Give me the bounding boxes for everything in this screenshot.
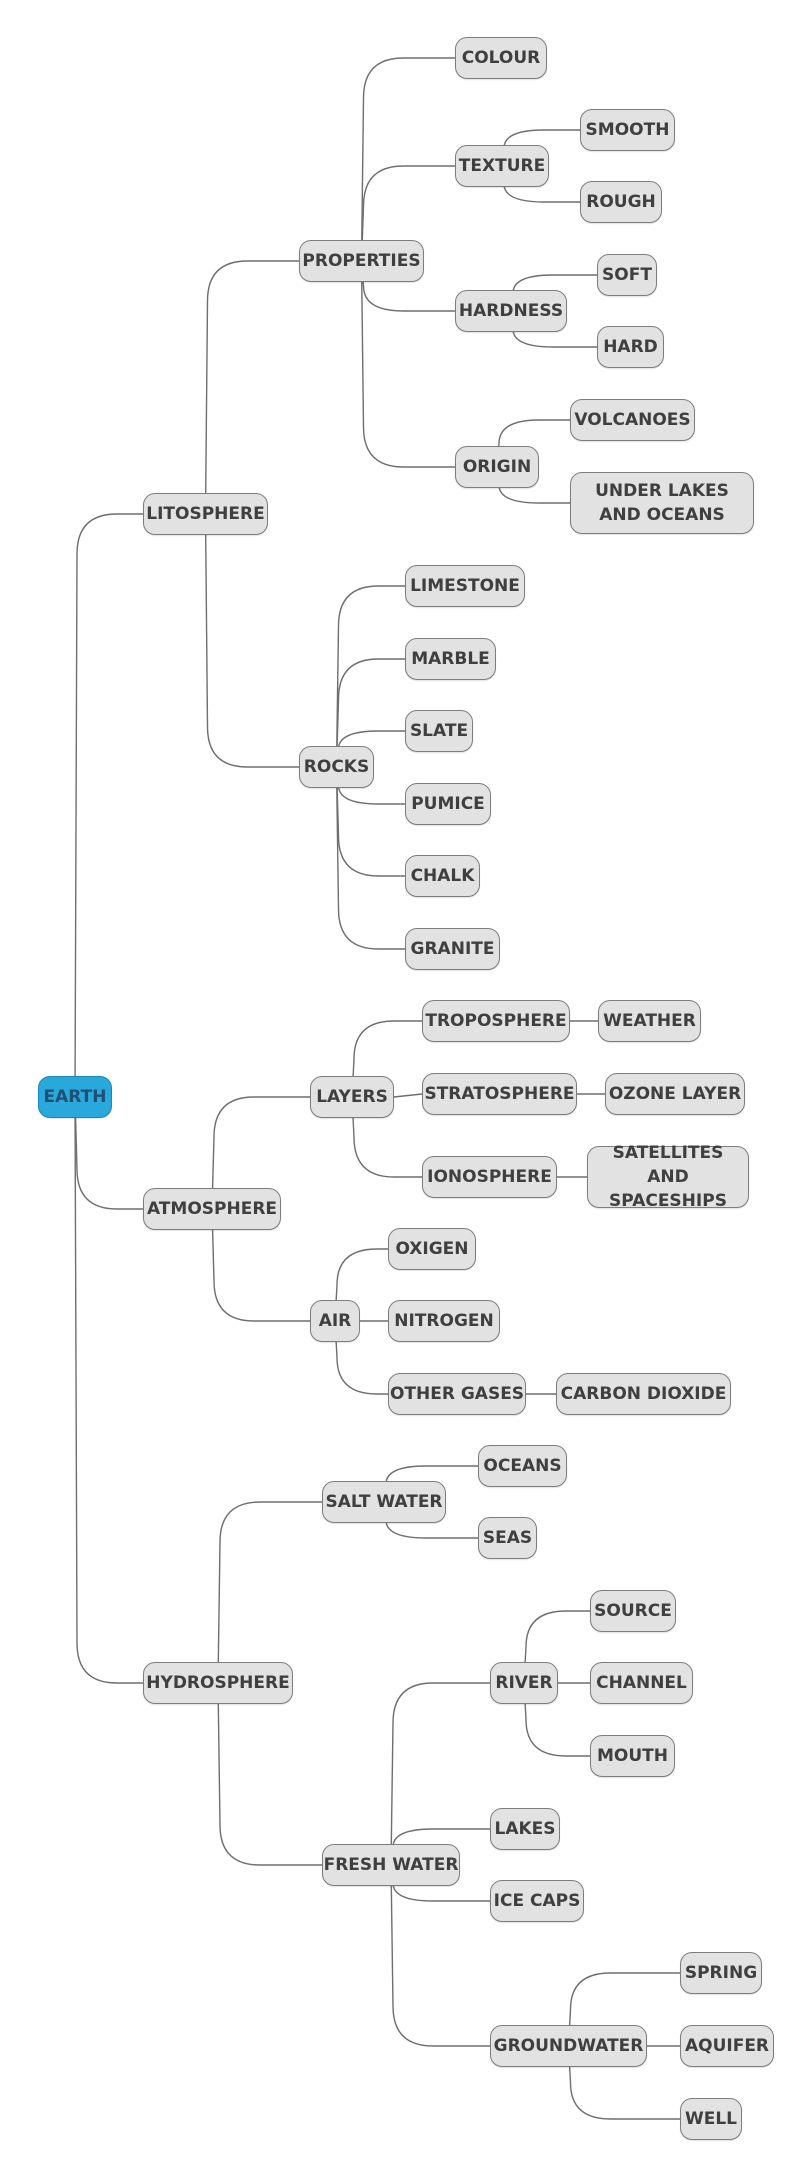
connector-earth-litosphere [74, 513, 143, 1098]
node-spring[interactable]: SPRING [680, 1952, 762, 1994]
connector-properties-origin [360, 260, 455, 468]
node-chalk[interactable]: CHALK [405, 855, 480, 897]
node-river[interactable]: RIVER [490, 1662, 558, 1704]
connector-origin-volcanoes [496, 419, 570, 468]
connector-atmosphere-air [211, 1208, 310, 1322]
node-seas[interactable]: SEAS [478, 1517, 537, 1559]
node-smooth[interactable]: SMOOTH [580, 109, 675, 151]
node-limestone[interactable]: LIMESTONE [405, 565, 525, 607]
connector-earth-atmosphere [74, 1096, 143, 1210]
connector-fresh_water-river [390, 1682, 490, 1866]
node-oxigen[interactable]: OXIGEN [388, 1228, 476, 1270]
node-other-gases[interactable]: OTHER GASES [388, 1373, 526, 1415]
connector-groundwater-spring [567, 1972, 680, 2047]
connector-air-oxigen [334, 1248, 388, 1322]
connector-layers-ionosphere [351, 1096, 422, 1178]
node-litosphere[interactable]: LITOSPHERE [143, 493, 268, 535]
node-earth[interactable]: EARTH [38, 1076, 112, 1118]
node-weather[interactable]: WEATHER [598, 1000, 701, 1042]
node-aquifer[interactable]: AQUIFER [680, 2025, 774, 2067]
connector-rocks-chalk [335, 766, 405, 877]
node-stratosphere[interactable]: STRATOSPHERE [422, 1073, 577, 1115]
node-pumice[interactable]: PUMICE [405, 783, 491, 825]
node-hardness[interactable]: HARDNESS [455, 290, 567, 332]
connector-rocks-marble [335, 658, 405, 768]
node-colour[interactable]: COLOUR [455, 37, 547, 79]
node-nitrogen[interactable]: NITROGEN [388, 1300, 500, 1342]
node-rocks[interactable]: ROCKS [299, 746, 374, 788]
node-soft[interactable]: SOFT [597, 254, 657, 296]
connector-litosphere-rocks [204, 513, 299, 768]
node-groundwater[interactable]: GROUNDWATER [490, 2025, 647, 2067]
node-source[interactable]: SOURCE [590, 1590, 676, 1632]
connector-hydrosphere-fresh_water [217, 1682, 322, 1866]
connector-fresh_water-groundwater [390, 1864, 490, 2047]
node-ozone-layer[interactable]: OZONE LAYER [605, 1073, 745, 1115]
node-ice-caps[interactable]: ICE CAPS [490, 1880, 584, 1922]
connector-rocks-granite [335, 766, 405, 950]
node-mouth[interactable]: MOUTH [590, 1735, 675, 1777]
connector-properties-texture [360, 165, 455, 262]
node-properties[interactable]: PROPERTIES [299, 240, 424, 282]
connector-properties-colour [360, 57, 455, 262]
connector-hydrosphere-salt_water [217, 1501, 322, 1684]
connector-layers-stratosphere [393, 1093, 423, 1098]
connector-river-mouth [523, 1682, 590, 1757]
node-under-lakes-and-oceans[interactable]: UNDER LAKES AND OCEANS [570, 472, 754, 534]
connector-groundwater-well [567, 2045, 680, 2120]
node-carbon-dioxide[interactable]: CARBON DIOXIDE [556, 1373, 731, 1415]
node-granite[interactable]: GRANITE [405, 928, 500, 970]
node-slate[interactable]: SLATE [405, 710, 473, 752]
connector-rocks-limestone [335, 585, 405, 768]
connector-litosphere-properties [204, 260, 299, 515]
node-volcanoes[interactable]: VOLCANOES [570, 399, 695, 441]
node-well[interactable]: WELL [680, 2098, 742, 2140]
node-origin[interactable]: ORIGIN [455, 446, 539, 488]
connector-air-other_gases [334, 1320, 388, 1395]
node-lakes[interactable]: LAKES [490, 1808, 560, 1850]
connector-earth-hydrosphere [74, 1096, 143, 1684]
node-rough[interactable]: ROUGH [580, 181, 662, 223]
connector-river-source [523, 1610, 590, 1684]
node-satellites-and-spaceships[interactable]: SATELLITES AND SPACESHIPS [587, 1143, 749, 1211]
node-ionosphere[interactable]: IONOSPHERE [422, 1156, 557, 1198]
node-oceans[interactable]: OCEANS [478, 1445, 567, 1487]
node-hydrosphere[interactable]: HYDROSPHERE [143, 1662, 293, 1704]
node-layers[interactable]: LAYERS [310, 1076, 394, 1118]
node-air[interactable]: AIR [310, 1300, 360, 1342]
node-marble[interactable]: MARBLE [405, 638, 496, 680]
node-fresh-water[interactable]: FRESH WATER [322, 1844, 460, 1886]
node-channel[interactable]: CHANNEL [590, 1662, 693, 1704]
connector-atmosphere-layers [211, 1096, 310, 1210]
connector-layers-troposphere [351, 1020, 422, 1098]
connector-properties-hardness [360, 260, 455, 312]
node-troposphere[interactable]: TROPOSPHERE [422, 1000, 570, 1042]
node-atmosphere[interactable]: ATMOSPHERE [143, 1188, 281, 1230]
node-texture[interactable]: TEXTURE [455, 145, 549, 187]
node-salt-water[interactable]: SALT WATER [322, 1481, 446, 1523]
node-hard[interactable]: HARD [597, 326, 664, 368]
